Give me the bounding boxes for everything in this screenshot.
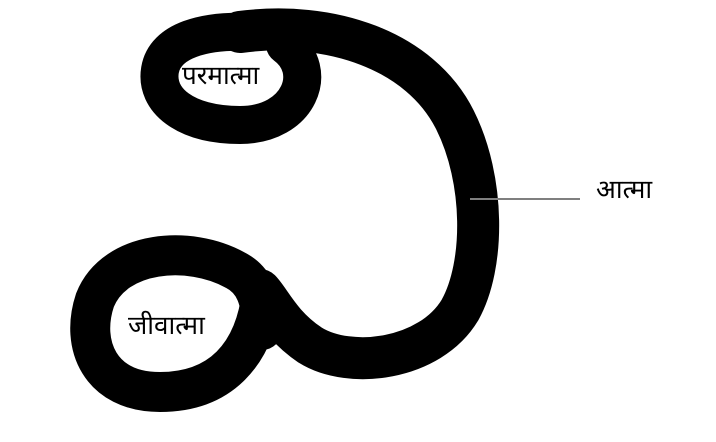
paramatma-label: परमात्मा <box>182 61 261 91</box>
jivatma-loop <box>70 235 282 412</box>
atma-label: आत्मा <box>596 175 653 205</box>
jivatma-label: जीवात्मा <box>128 310 206 341</box>
atma-arc <box>219 8 500 380</box>
paramatma-loop <box>140 12 322 144</box>
